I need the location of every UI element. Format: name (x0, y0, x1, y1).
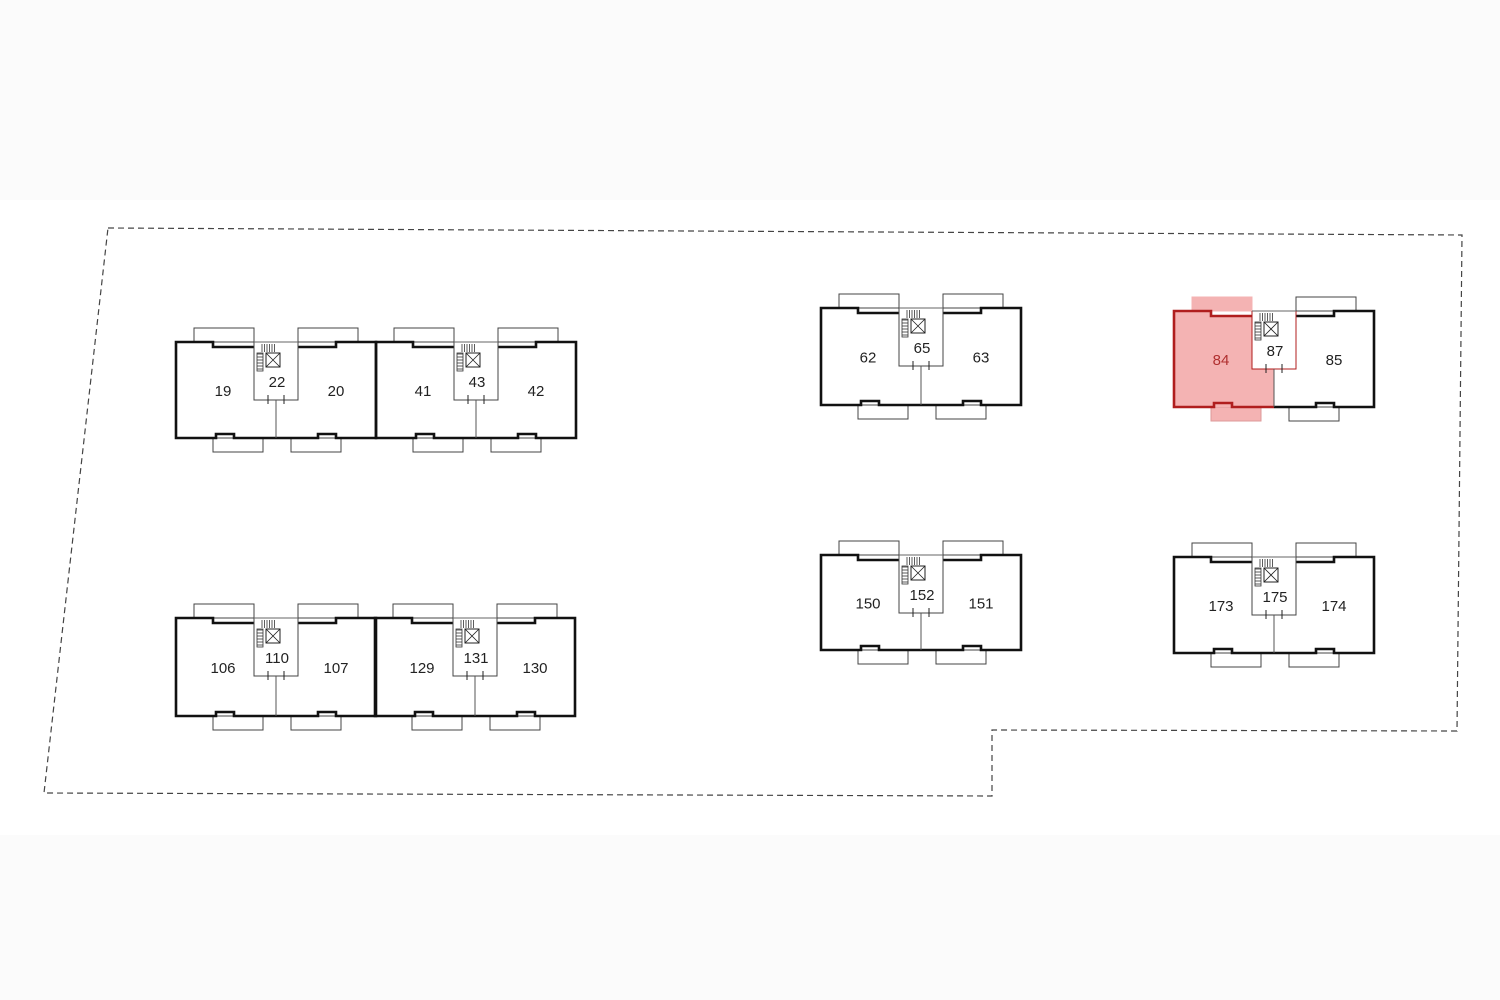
building-module: 62 65 63 (819, 293, 1023, 420)
balcony (857, 404, 909, 420)
core-number: 110 (265, 650, 289, 667)
balcony (942, 293, 1004, 309)
flat-wall-left (819, 553, 921, 652)
balcony (411, 715, 463, 731)
elevator-icon (265, 628, 281, 644)
flat-number-right: 63 (973, 350, 990, 367)
flat-wall-right (1274, 555, 1376, 655)
balcony (290, 715, 342, 731)
core-number: 87 (1267, 343, 1284, 360)
balcony (297, 603, 359, 619)
flat-wall-left (819, 306, 921, 407)
balcony (1191, 542, 1253, 558)
balcony (1295, 542, 1357, 558)
flat-wall-left (374, 340, 476, 440)
stair-icon (455, 620, 474, 648)
site-boundary (43, 227, 1463, 797)
balcony (496, 603, 558, 619)
flat-wall-right (276, 616, 378, 718)
balcony (193, 327, 255, 343)
balcony (942, 540, 1004, 556)
flat-wall-right (476, 340, 578, 440)
flat-number-right: 85 (1326, 352, 1343, 369)
flat-number-left: 84 (1213, 352, 1230, 369)
elevator-icon (1263, 321, 1279, 337)
balcony (838, 540, 900, 556)
flat-wall-right (1274, 309, 1376, 409)
balcony (490, 437, 542, 453)
balcony (412, 437, 464, 453)
flat-wall-left (174, 616, 276, 718)
flat-number-left: 106 (210, 660, 235, 677)
core-number: 22 (269, 374, 286, 391)
flat-number-left: 150 (855, 596, 880, 613)
stair-icon (901, 557, 920, 585)
flat-number-left: 19 (215, 383, 232, 400)
flat-number-left: 41 (415, 383, 432, 400)
flat-number-right: 174 (1321, 598, 1346, 615)
balcony (1295, 296, 1357, 312)
building-module: 150 152 151 (819, 540, 1023, 665)
building-module: 41 43 42 (374, 327, 578, 453)
flat-wall-left (174, 340, 276, 440)
stair-icon (1254, 313, 1273, 341)
flat-number-left: 62 (860, 350, 877, 367)
core-number: 175 (1262, 589, 1287, 606)
balcony (935, 649, 987, 665)
core-number: 152 (909, 587, 934, 604)
elevator-icon (464, 628, 480, 644)
stair-icon (456, 344, 475, 372)
balcony (1288, 406, 1340, 422)
flat-number-left: 129 (409, 660, 434, 677)
balcony (212, 715, 264, 731)
balcony (838, 293, 900, 309)
elevator-icon (910, 318, 926, 334)
flat-number-right: 42 (528, 383, 545, 400)
balcony (935, 404, 987, 420)
balcony (1288, 652, 1340, 668)
building-module: 106 110 107 (174, 603, 378, 731)
elevator-icon (465, 352, 481, 368)
balcony (392, 603, 454, 619)
elevator-icon (1263, 567, 1279, 583)
building-module: 173 175 174 (1172, 542, 1376, 668)
flat-wall-right (921, 306, 1023, 407)
flat-wall-right (921, 553, 1023, 652)
flat-wall-right (276, 340, 378, 440)
balcony (297, 327, 359, 343)
flat-wall-left (1172, 309, 1274, 409)
elevator-icon (910, 565, 926, 581)
balcony (1210, 652, 1262, 668)
flat-number-right: 107 (323, 660, 348, 677)
flat-number-right: 151 (968, 596, 993, 613)
stair-icon (256, 620, 275, 648)
flat-number-right: 20 (328, 383, 345, 400)
balcony (193, 603, 255, 619)
building-module: 129 131 130 (373, 603, 577, 731)
building-module: 84 87 85 (1172, 296, 1376, 422)
flat-number-left: 173 (1208, 598, 1233, 615)
highlight-balcony (1210, 406, 1262, 422)
highlight-flat[interactable] (1174, 311, 1274, 407)
balcony (212, 437, 264, 453)
stair-icon (1254, 559, 1273, 587)
balcony (857, 649, 909, 665)
balcony (489, 715, 541, 731)
elevator-icon (265, 352, 281, 368)
balcony (497, 327, 559, 343)
core-number: 65 (914, 340, 931, 357)
flat-wall-left (1172, 555, 1274, 655)
building-module: 19 22 20 (174, 327, 378, 453)
core-number: 131 (463, 650, 488, 667)
stair-icon (901, 310, 920, 338)
balcony (393, 327, 455, 343)
core-number: 43 (469, 374, 486, 391)
balcony (290, 437, 342, 453)
flat-number-right: 130 (522, 660, 547, 677)
flat-wall-right (475, 616, 577, 718)
flat-wall-left (373, 616, 475, 718)
stair-icon (256, 344, 275, 372)
highlight-balcony (1191, 296, 1253, 312)
